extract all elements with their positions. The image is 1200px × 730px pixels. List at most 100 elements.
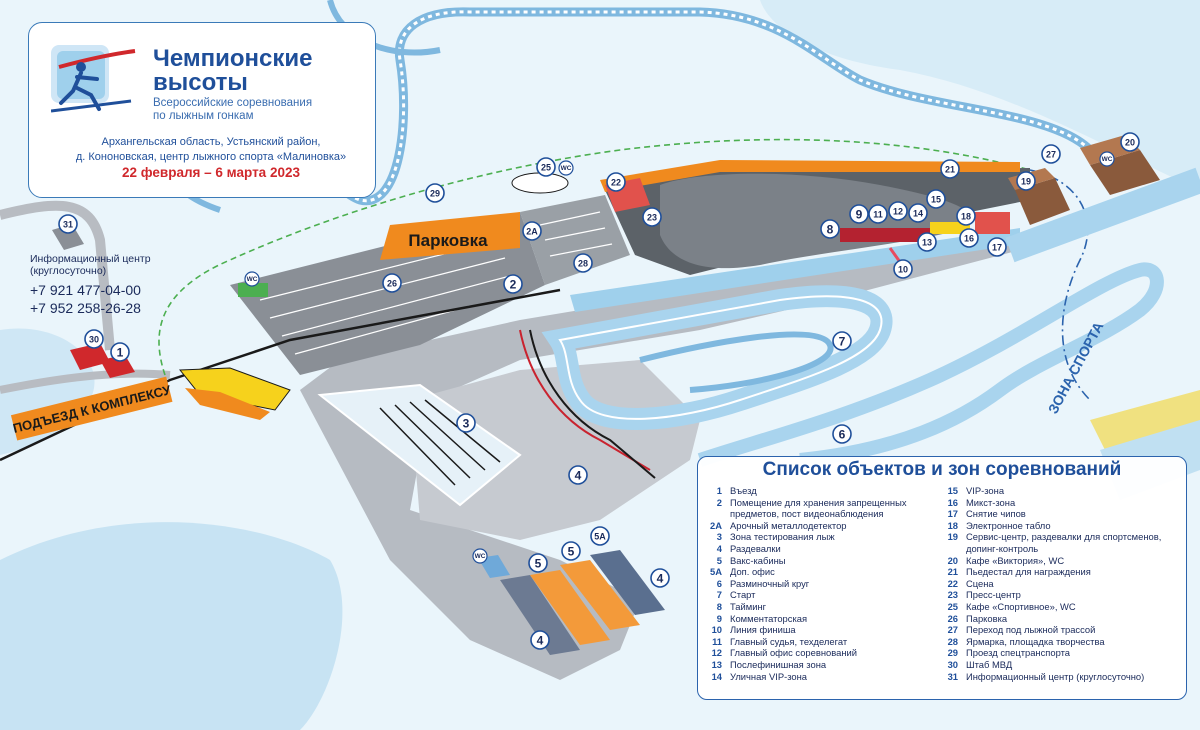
- map-marker-circle: [959, 228, 979, 248]
- map-marker: 31: [58, 214, 78, 234]
- map-marker-label: 28: [578, 259, 588, 269]
- legend-item-key: 22: [947, 577, 958, 589]
- map-marker-circle: [940, 159, 960, 179]
- legend-item-label: Послефинишная зона: [730, 658, 827, 670]
- legend-item-label: Сцена: [966, 577, 994, 589]
- map-marker-label: 13: [922, 238, 932, 248]
- legend-item-key: 25: [947, 600, 958, 612]
- info-phone-1[interactable]: +7 921 477-04-00: [30, 282, 141, 298]
- parking-stripes: [259, 211, 613, 355]
- map-marker-label: 9: [856, 208, 863, 222]
- police-hq-building: [70, 343, 135, 378]
- map-marker-label: 3: [463, 417, 470, 431]
- wc-badge-label: WC: [475, 553, 486, 560]
- wc-badge: WC: [558, 160, 574, 176]
- map-marker: 21: [940, 159, 960, 179]
- legend-item-key: 4: [716, 542, 722, 554]
- red-route: [519, 329, 651, 471]
- stadium-base: [300, 230, 1020, 680]
- legend-item-key: 5А: [710, 566, 722, 578]
- legend-item-key: 13: [711, 658, 722, 670]
- legend-item-label: Уличная VIP-зона: [730, 670, 808, 682]
- info-center-title-line1: Информационный центр: [30, 253, 151, 265]
- map-marker: 20: [1120, 132, 1140, 152]
- map-marker-circle: [926, 189, 946, 209]
- legend-item-label: Старт: [730, 589, 756, 601]
- wc-badge-label: WC: [561, 165, 572, 172]
- legend-item-label: Пьедестал для награждения: [966, 566, 1091, 578]
- legend-item-key: 15: [947, 485, 958, 496]
- cafe-sportivnoe-tent: [511, 172, 569, 194]
- info-phone-2[interactable]: +7 952 258-26-28: [30, 300, 141, 316]
- road-north: [0, 200, 115, 351]
- map-marker-label: 20: [1125, 138, 1135, 148]
- legend-item-label: Разминочный круг: [730, 577, 810, 589]
- map-marker: 14: [908, 203, 928, 223]
- orange-strip: [600, 160, 1020, 192]
- legend-item-key: 26: [947, 612, 958, 624]
- legend-item-label: Арочный металлодетектор: [730, 519, 847, 531]
- legend-item-label: Микст-зона: [966, 496, 1016, 508]
- map-marker-label: 4: [657, 572, 664, 586]
- legend-item-key: 6: [716, 577, 722, 589]
- map-marker: 5: [528, 553, 548, 573]
- special-transport-route: [158, 138, 1031, 376]
- map-marker-circle: [568, 465, 588, 485]
- legend-item: 22 Сцена: [942, 578, 1182, 590]
- map-marker-circle: [528, 553, 548, 573]
- map-marker: 18: [956, 206, 976, 226]
- legend-item-key: 23: [947, 589, 958, 601]
- map-marker: 19: [1016, 171, 1036, 191]
- lake-bottom-left: [0, 522, 343, 730]
- map-marker-label: 26: [387, 279, 397, 289]
- map-marker: 2: [503, 274, 523, 294]
- sport-zone-track: [1005, 167, 1200, 263]
- legend-item-label: Комментаторская: [730, 612, 808, 624]
- map-marker: 10: [893, 259, 913, 279]
- map-marker: 26: [382, 273, 402, 293]
- map-marker: 25: [536, 157, 556, 177]
- map-marker-circle: [561, 541, 581, 561]
- legend-item: 6 Разминочный круг: [706, 578, 946, 590]
- map-marker: 4: [530, 630, 550, 650]
- map-marker-circle: [908, 203, 928, 223]
- entrance-stripes-2: [185, 388, 270, 420]
- legend-item-key: 19: [947, 531, 958, 543]
- legend-item-label: Главный офис соревнований: [730, 647, 857, 659]
- legend-item-key: 30: [947, 658, 958, 670]
- skier-logo: [51, 45, 136, 113]
- map-marker: 7: [832, 331, 852, 351]
- event-subtitle-line1: Всероссийские соревнования: [153, 97, 313, 109]
- stadium-lower-area: [410, 360, 700, 540]
- road-west: [0, 369, 171, 394]
- map-marker-circle: [110, 342, 130, 362]
- map-marker-label: 19: [1021, 177, 1031, 187]
- legend-item-key: 12: [711, 647, 722, 659]
- legend-item-label: Раздевалки: [730, 542, 781, 554]
- event-dates: 22 февраля – 6 марта 2023: [122, 165, 300, 180]
- map-marker: 15: [926, 189, 946, 209]
- map-marker-label: 10: [898, 265, 908, 275]
- legend-item-key: 21: [947, 566, 958, 578]
- map-marker-label: 2А: [526, 227, 538, 237]
- map-marker-circle: [650, 568, 670, 588]
- address-line1: Архангельская область, Устьянский район,: [101, 136, 321, 148]
- ski-test-arrows: [379, 399, 501, 486]
- sport-zone-boundary: [1029, 169, 1091, 401]
- legend-item: 13 Послефинишная зона: [706, 659, 946, 671]
- map-marker: 1: [110, 342, 130, 362]
- map-marker-label: 2: [510, 278, 517, 292]
- legend-item: 4 Раздевалки: [706, 543, 946, 555]
- legend-title: Список объектов и зон соревнований: [762, 459, 1122, 480]
- address-line2: д. Кононовская, центр лыжного спорта «Ма…: [75, 151, 347, 163]
- legend-item-label: Кафе «Виктория», WC: [966, 554, 1065, 566]
- legend-item-label: VIP-зона: [966, 485, 1005, 496]
- legend-item-key: 5: [716, 554, 722, 566]
- legend-item-label: Переход под лыжной трассой: [966, 624, 1096, 636]
